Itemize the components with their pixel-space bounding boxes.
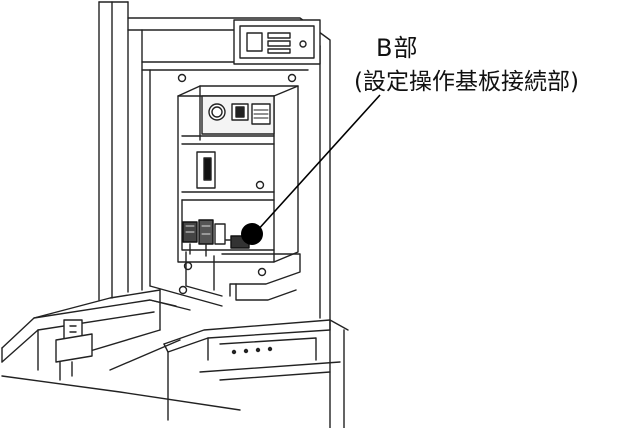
callout-leader: [241, 94, 381, 245]
lower-bracket: [149, 251, 301, 311]
callout-title: B部: [376, 34, 419, 62]
display-module: [233, 19, 321, 65]
base-tray: [1, 289, 241, 411]
inner-pan: [163, 319, 349, 428]
callout-marker-dot: [241, 223, 263, 245]
callout-subtitle: (設定操作基板接続部): [354, 69, 579, 95]
